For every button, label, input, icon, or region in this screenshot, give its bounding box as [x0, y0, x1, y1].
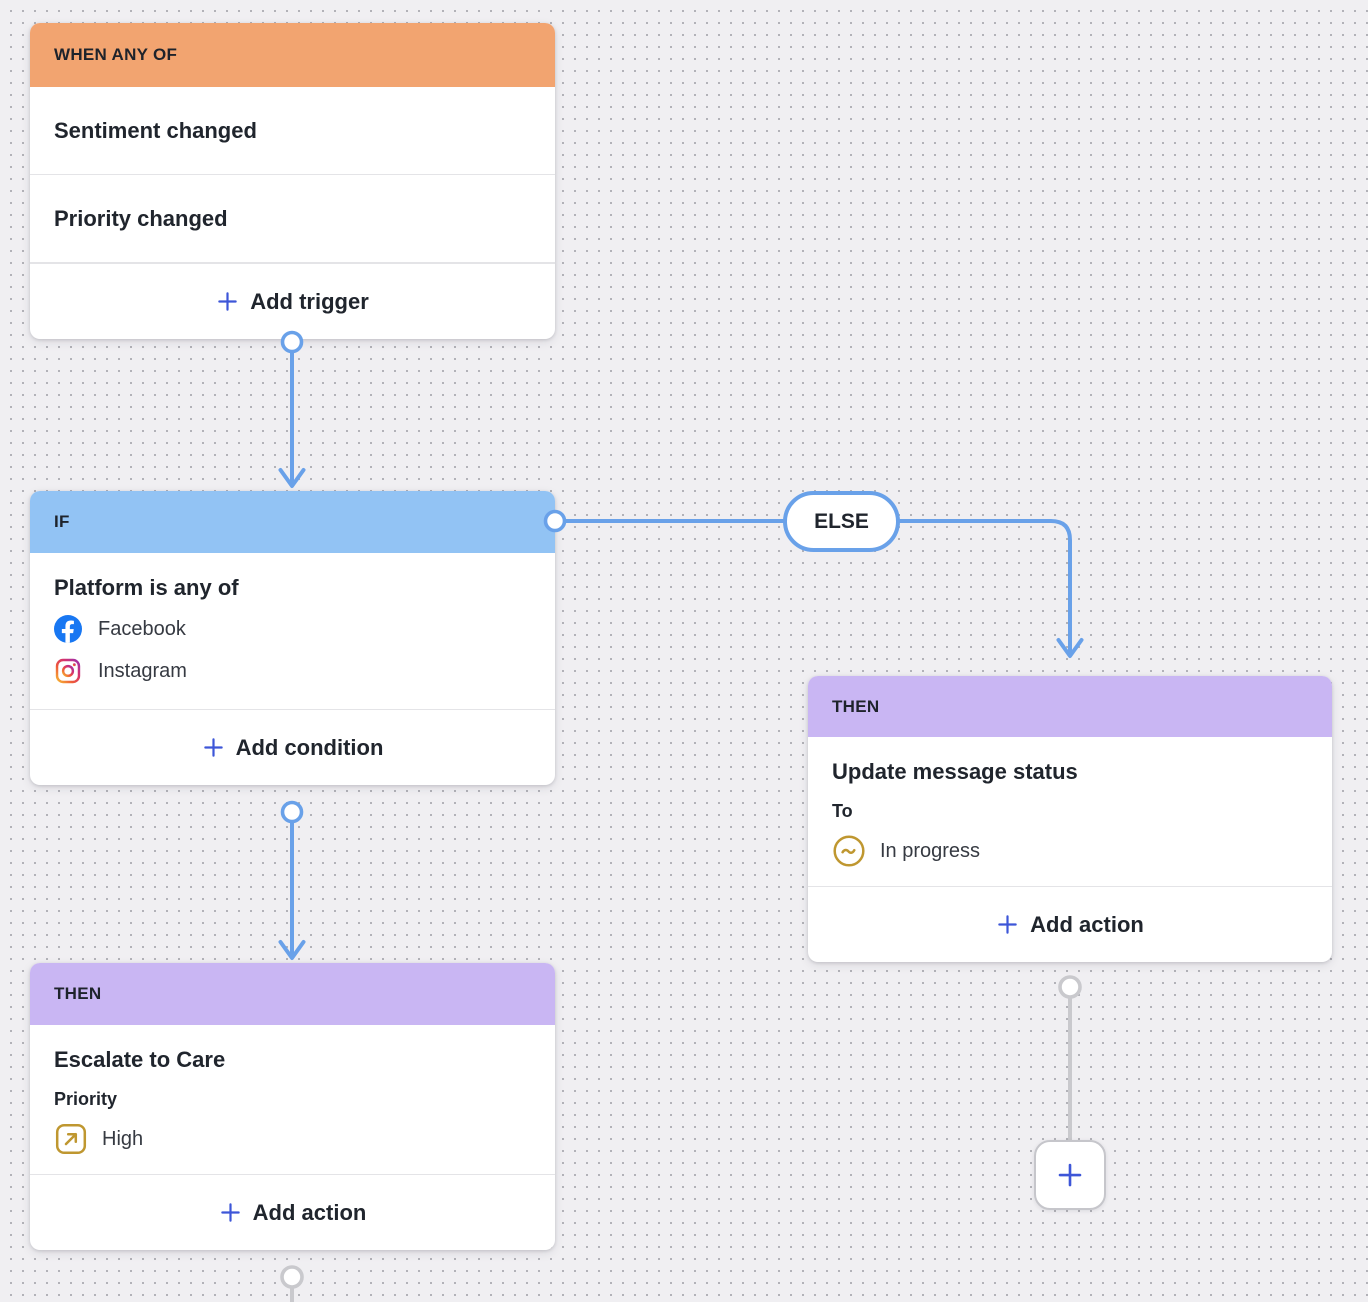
then-right-node-body: Update message status To In progress	[808, 737, 1332, 886]
add-trigger-button[interactable]: Add trigger	[30, 263, 555, 339]
action-title: Escalate to Care	[54, 1047, 226, 1072]
condition-node-header-label: IF	[54, 512, 70, 531]
then-left-node[interactable]: THEN Escalate to Care Priority High Add …	[30, 963, 555, 1250]
action-field-value-row[interactable]: High	[54, 1122, 531, 1156]
plus-icon	[996, 913, 1019, 936]
else-badge-label: ELSE	[814, 509, 869, 533]
trigger-item-label: Sentiment changed	[54, 117, 257, 143]
plus-icon	[1055, 1160, 1085, 1190]
then-right-node-header: THEN	[808, 676, 1332, 737]
add-action-label: Add action	[1030, 911, 1144, 937]
trigger-to-if-arrowhead-icon	[278, 468, 306, 488]
action-field-value: High	[102, 1127, 144, 1150]
instagram-icon	[54, 657, 82, 685]
condition-node-body: Platform is any of Facebook	[30, 553, 555, 709]
action-title: Update message status	[832, 759, 1078, 784]
plus-icon	[216, 290, 239, 313]
then-left-node-body: Escalate to Care Priority High	[30, 1025, 555, 1174]
else-badge[interactable]: ELSE	[783, 491, 900, 552]
if-to-then-arrowhead-icon	[278, 940, 306, 960]
then-left-node-header-label: THEN	[54, 984, 102, 1003]
action-field-label: To	[832, 801, 853, 821]
action-field-label: Priority	[54, 1089, 118, 1109]
then-right-node[interactable]: THEN Update message status To In progres…	[808, 676, 1332, 962]
trigger-item[interactable]: Priority changed	[30, 175, 555, 263]
then-right-output-port[interactable]	[1058, 975, 1082, 999]
else-arrowhead-icon	[1056, 638, 1084, 658]
facebook-icon	[54, 615, 82, 643]
arrow-up-right-icon	[54, 1122, 88, 1156]
platform-item[interactable]: Facebook	[54, 615, 531, 643]
then-left-node-header: THEN	[30, 963, 555, 1025]
trigger-node-header-label: WHEN ANY OF	[54, 45, 178, 64]
add-node-button[interactable]	[1034, 1140, 1106, 1210]
trigger-output-port[interactable]	[280, 330, 304, 354]
action-field-value: In progress	[880, 839, 981, 862]
then-left-output-port[interactable]	[280, 1265, 304, 1289]
condition-node[interactable]: IF Platform is any of Facebook	[30, 491, 555, 785]
trigger-node-header: WHEN ANY OF	[30, 23, 555, 87]
if-output-port[interactable]	[280, 800, 304, 824]
then-right-node-header-label: THEN	[832, 696, 880, 716]
add-action-label: Add action	[252, 1199, 367, 1225]
trigger-item-label: Priority changed	[54, 205, 228, 231]
trigger-node[interactable]: WHEN ANY OF Sentiment changed Priority c…	[30, 23, 555, 339]
condition-node-header: IF	[30, 491, 555, 553]
trigger-item[interactable]: Sentiment changed	[30, 87, 555, 175]
tilde-circle-icon	[832, 834, 866, 868]
platform-item[interactable]: Instagram	[54, 657, 531, 685]
add-action-button[interactable]: Add action	[808, 886, 1332, 962]
action-field-value-row[interactable]: In progress	[832, 834, 1308, 868]
if-else-port[interactable]	[543, 509, 567, 533]
platform-label: Facebook	[98, 617, 186, 640]
add-trigger-label: Add trigger	[250, 288, 369, 314]
add-action-button[interactable]: Add action	[30, 1174, 555, 1250]
plus-icon	[219, 1201, 242, 1224]
condition-title: Platform is any of	[54, 575, 239, 600]
plus-icon	[202, 736, 225, 759]
platform-label: Instagram	[98, 659, 187, 682]
add-condition-button[interactable]: Add condition	[30, 709, 555, 785]
add-condition-label: Add condition	[235, 734, 384, 760]
